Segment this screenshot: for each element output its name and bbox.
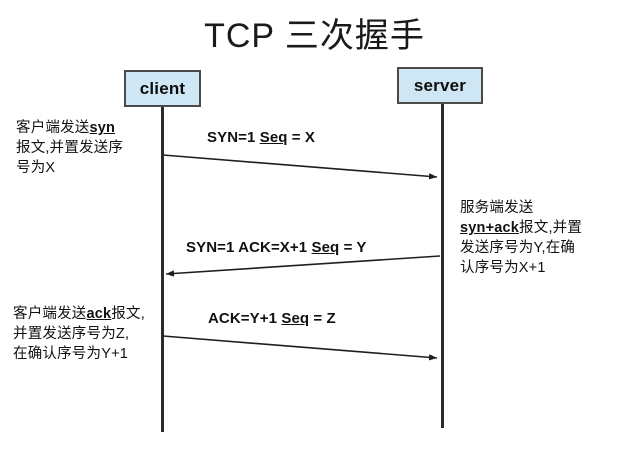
message-label-syn: SYN=1 Seq = X bbox=[207, 129, 315, 146]
message-synack-seq: Seq bbox=[311, 239, 340, 256]
note-line: 号为X bbox=[16, 160, 56, 176]
message-synack-post: = Y bbox=[339, 239, 367, 256]
page-title: TCP 三次握手 bbox=[204, 17, 425, 55]
actor-box-client[interactable]: client bbox=[124, 70, 201, 107]
message-ack-pre: ACK=Y+1 bbox=[208, 310, 282, 327]
note-line: 在确认序号为Y+1 bbox=[13, 346, 129, 362]
note-line: 并置发送序号为Z, bbox=[13, 326, 130, 342]
message-ack-post: = Z bbox=[309, 310, 336, 327]
note-line: 报文,并置发送序 bbox=[16, 140, 124, 156]
note-line: 客户端发送syn bbox=[16, 120, 116, 136]
message-label-syn-ack: SYN=1 ACK=X+1 Seq = Y bbox=[186, 239, 367, 256]
arrow-ack bbox=[162, 335, 438, 361]
arrow-syn bbox=[162, 154, 438, 180]
note-emphasis: syn bbox=[89, 120, 116, 136]
actor-box-server[interactable]: server bbox=[397, 67, 483, 104]
note-emphasis: ack bbox=[86, 306, 112, 322]
note-emphasis: syn+ack bbox=[460, 220, 520, 236]
arrow-syn-ack bbox=[165, 255, 441, 277]
message-ack-seq: Seq bbox=[281, 310, 310, 327]
message-synack-pre: SYN=1 ACK=X+1 bbox=[186, 239, 312, 256]
actor-label-server: server bbox=[413, 75, 467, 95]
lifeline-server bbox=[441, 104, 444, 428]
message-label-ack: ACK=Y+1 Seq = Z bbox=[208, 310, 336, 327]
note-line: 服务端发送 bbox=[460, 200, 534, 216]
actor-label-client: client bbox=[139, 78, 186, 98]
note-line: 认序号为X+1 bbox=[460, 260, 546, 276]
message-syn-pre: SYN=1 bbox=[207, 129, 260, 146]
note-line: syn+ack报文,并置 bbox=[460, 220, 583, 236]
lifeline-client bbox=[161, 107, 164, 432]
message-syn-seq: Seq bbox=[259, 129, 288, 146]
note-line: 发送序号为Y,在确 bbox=[460, 240, 576, 256]
note-line: 客户端发送ack报文, bbox=[13, 306, 145, 322]
note-server-syn-ack: 服务端发送 syn+ack报文,并置 发送序号为Y,在确 认序号为X+1 bbox=[460, 198, 620, 278]
message-syn-post: = X bbox=[287, 129, 316, 146]
note-client-ack: 客户端发送ack报文, 并置发送序号为Z, 在确认序号为Y+1 bbox=[13, 304, 165, 364]
note-client-syn: 客户端发送syn 报文,并置发送序 号为X bbox=[16, 118, 156, 178]
